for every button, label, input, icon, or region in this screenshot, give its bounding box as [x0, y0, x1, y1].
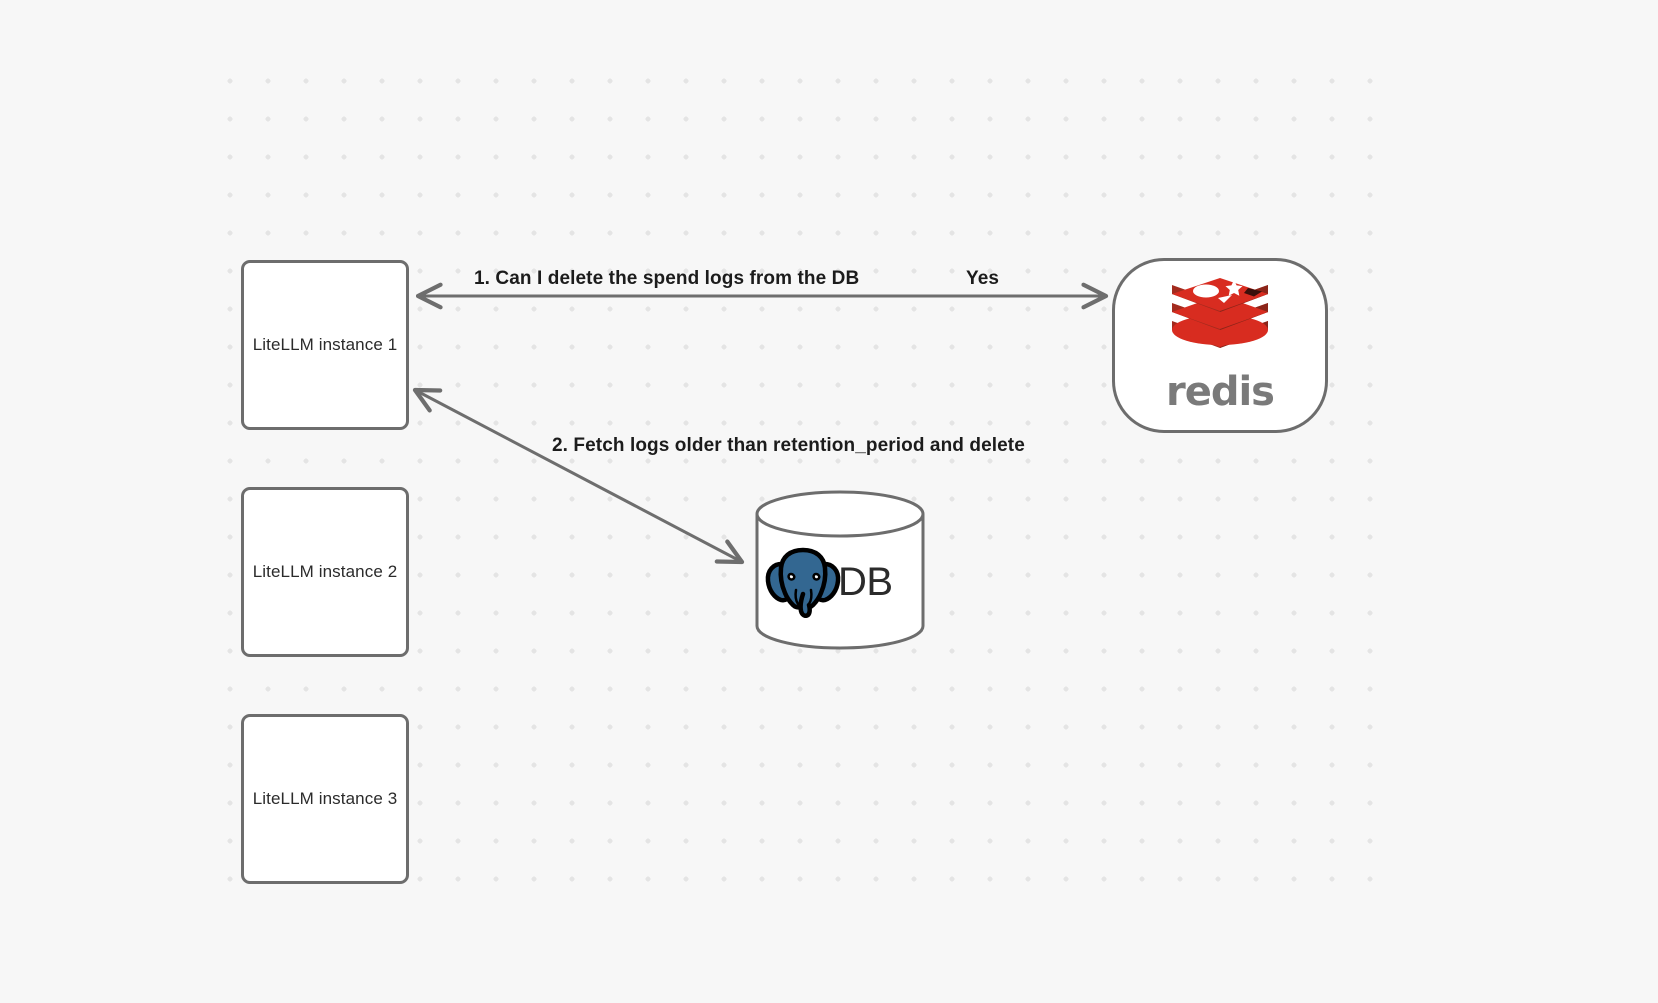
node-label-litellm-instance-1: LiteLLM instance 1	[252, 335, 398, 354]
edge-label-delete-spend-logs: 1. Can I delete the spend logs from the …	[474, 268, 860, 289]
postgresql-elephant-icon	[764, 544, 842, 618]
node-litellm-instance-1[interactable]: LiteLLM instance 1	[241, 260, 409, 430]
node-redis[interactable]: redis	[1112, 258, 1328, 433]
db-label: DB	[838, 560, 893, 604]
edge-litellm1-db	[412, 387, 745, 565]
edge-label-fetch-logs-retention: 2. Fetch logs older than retention_perio…	[552, 435, 1025, 456]
node-postgres-db[interactable]: DB	[754, 490, 926, 650]
edge-label-yes: Yes	[966, 268, 1000, 289]
node-litellm-instance-3[interactable]: LiteLLM instance 3	[241, 714, 409, 884]
node-label-litellm-instance-2: LiteLLM instance 2	[252, 562, 398, 581]
node-label-litellm-instance-3: LiteLLM instance 3	[252, 789, 398, 808]
node-litellm-instance-2[interactable]: LiteLLM instance 2	[241, 487, 409, 657]
redis-logo-icon	[1168, 277, 1272, 367]
redis-wordmark: redis	[1165, 368, 1275, 415]
